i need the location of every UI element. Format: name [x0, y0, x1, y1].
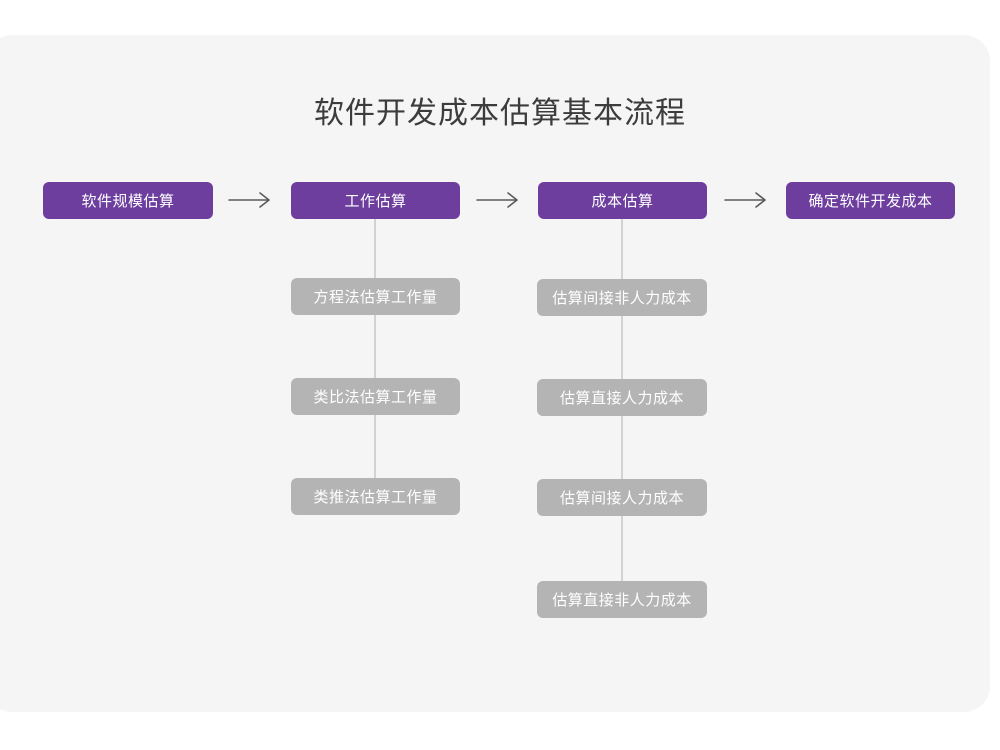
stage-node-label: 工作估算 [344, 193, 407, 210]
arrow-icon-stage2-to-stage3 [476, 192, 518, 208]
sub-node-label: 估算直接非人力成本 [552, 592, 692, 609]
stage-node-label: 确定软件开发成本 [808, 193, 933, 210]
page-title: 软件开发成本估算基本流程 [314, 97, 686, 130]
sub-node-label: 估算直接人力成本 [559, 390, 684, 407]
stage-node-software-scale-estimation[interactable]: 软件规模估算 [43, 182, 213, 219]
sub-node-label: 估算间接非人力成本 [552, 290, 692, 307]
stage-node-label: 成本估算 [591, 193, 654, 210]
arrow-icon-stage3-to-stage4 [724, 192, 766, 208]
sub-node-equation-method-effort[interactable]: 方程法估算工作量 [291, 278, 460, 315]
stage-node-cost-estimation[interactable]: 成本估算 [538, 182, 707, 219]
sub-node-label: 估算间接人力成本 [559, 490, 684, 507]
sub-node-indirect-nonlabor-cost[interactable]: 估算间接非人力成本 [537, 279, 707, 316]
sub-node-indirect-labor-cost[interactable]: 估算间接人力成本 [537, 479, 707, 516]
sub-node-label: 类比法估算工作量 [313, 389, 438, 406]
arrow-icon-stage1-to-stage2 [228, 192, 270, 208]
sub-node-label: 方程法估算工作量 [313, 289, 438, 306]
stage-node-label: 软件规模估算 [81, 193, 175, 210]
stage-node-determine-development-cost[interactable]: 确定软件开发成本 [786, 182, 955, 219]
sub-node-analogy-method-effort[interactable]: 类比法估算工作量 [291, 378, 460, 415]
sub-node-label: 类推法估算工作量 [313, 489, 438, 506]
content-card [0, 35, 990, 712]
sub-node-direct-nonlabor-cost[interactable]: 估算直接非人力成本 [537, 581, 707, 618]
sub-node-inference-method-effort[interactable]: 类推法估算工作量 [291, 478, 460, 515]
sub-node-direct-labor-cost[interactable]: 估算直接人力成本 [537, 379, 707, 416]
stage-node-work-estimation[interactable]: 工作估算 [291, 182, 460, 219]
connector-line-work [374, 218, 376, 500]
